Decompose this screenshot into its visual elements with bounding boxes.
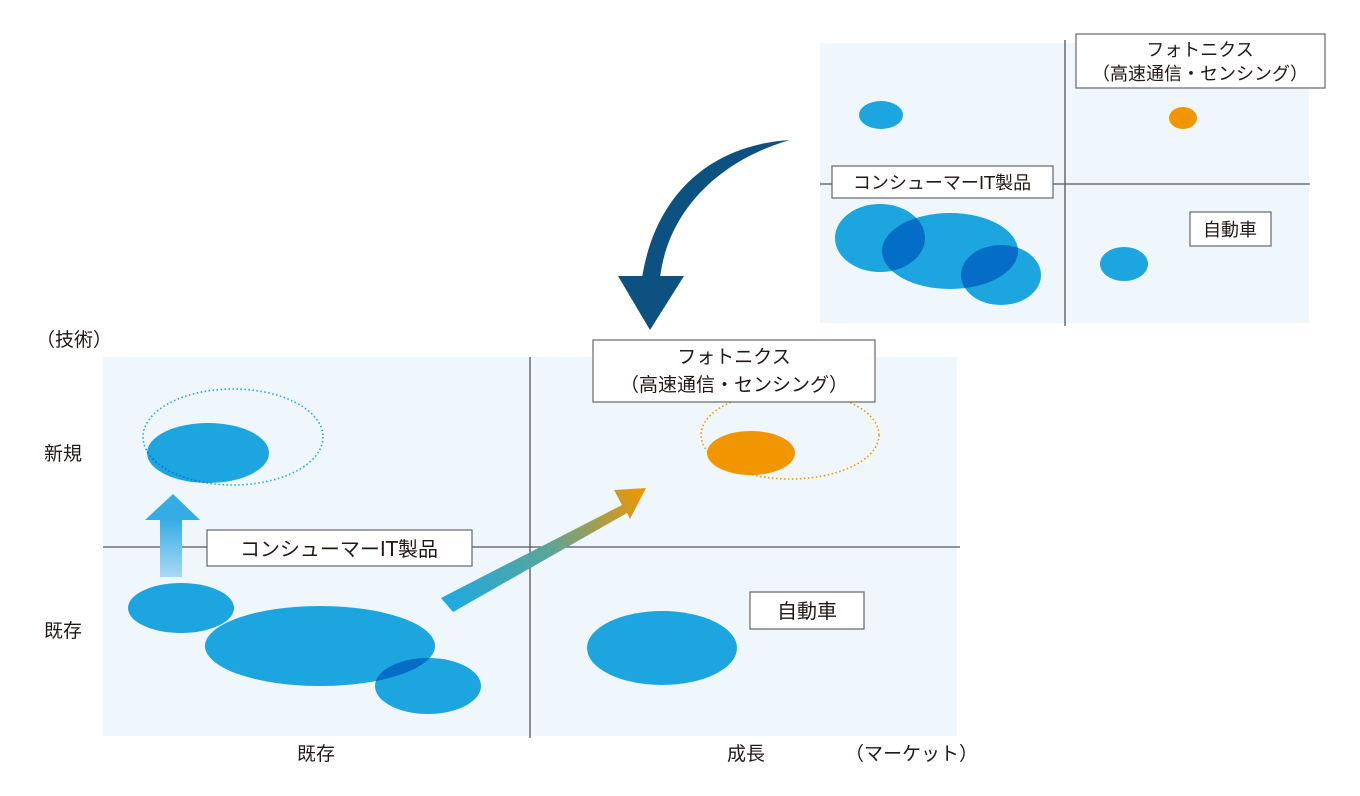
diagonal-arrow-icon: [441, 488, 646, 612]
consumer-it-label-box: [831, 165, 1054, 199]
x-tick-existing: 既存: [297, 743, 335, 765]
bubble: [859, 101, 903, 129]
current-portfolio-chart: フォトニクス （高速通信・センシング） コンシューマーIT製品 自動車: [820, 33, 1326, 326]
future-portfolio-chart: フォトニクス （高速通信・センシング） コンシューマーIT製品 自動車: [103, 339, 960, 738]
automotive-label: 自動車: [1203, 220, 1257, 241]
x-axis-title: （マーケット）: [845, 743, 978, 765]
consumer-it-bubble: [205, 606, 435, 686]
new-tech-bubble: [147, 423, 269, 483]
consumer-it-label: コンシューマーIT製品: [853, 173, 1031, 194]
automotive-label-box: [1189, 211, 1272, 247]
consumer-it-bubble: [375, 658, 481, 714]
y-axis-title: （技術）: [36, 329, 112, 351]
automotive-label-box: [749, 591, 865, 630]
photonics-sub-label: （高速通信・センシング）: [620, 374, 848, 396]
photonics-sub-label: （高速通信・センシング）: [1092, 64, 1308, 85]
photonics-label: フォトニクス: [1146, 40, 1253, 61]
consumer-it-bubble: [961, 245, 1041, 305]
curved-arrow-icon: [642, 140, 790, 278]
automotive-bubble: [587, 611, 737, 685]
target-area-outline: [142, 388, 324, 486]
up-arrow-icon: [145, 494, 200, 577]
photonics-bubble: [1169, 107, 1197, 129]
y-tick-existing: 既存: [44, 620, 82, 642]
photonics-label-box: [1075, 33, 1326, 89]
consumer-it-bubble: [128, 583, 234, 633]
transition-arrow: [618, 140, 790, 330]
photonics-label-box: [592, 339, 876, 403]
x-tick-growth: 成長: [727, 743, 765, 765]
target-area-outline: [700, 390, 880, 480]
photonics-label: フォトニクス: [677, 346, 790, 368]
arrow-head-icon: [618, 276, 684, 330]
automotive-label: 自動車: [777, 599, 837, 623]
consumer-it-label: コンシューマーIT製品: [240, 537, 438, 561]
automotive-bubble: [1100, 247, 1148, 281]
consumer-it-label-box: [206, 529, 473, 567]
photonics-bubble: [707, 431, 795, 475]
y-tick-new: 新規: [44, 443, 82, 465]
